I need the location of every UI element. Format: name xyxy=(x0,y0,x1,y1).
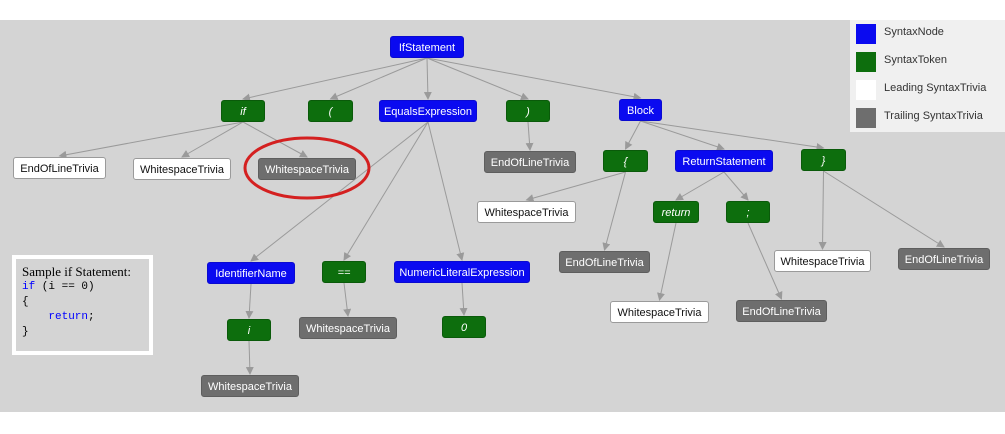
node-numericliteral: NumericLiteralExpression xyxy=(394,261,530,283)
node-equalsexpression: EqualsExpression xyxy=(379,100,477,122)
edge-ifstatement-to-block xyxy=(426,57,642,101)
node-i-ws: WhitespaceTrivia xyxy=(201,375,299,397)
code-line: { xyxy=(22,296,143,311)
edge-identifiername-to-i-token xyxy=(245,283,254,319)
legend-swatch-token xyxy=(856,52,876,72)
node-equalsequals-ws: WhitespaceTrivia xyxy=(299,317,397,339)
node-openbrace-eol: EndOfLineTrivia xyxy=(559,251,650,273)
node-return-ws: WhitespaceTrivia xyxy=(610,301,709,323)
node-closebrace-token: } xyxy=(801,149,846,171)
node-closeparen-token: ) xyxy=(506,100,550,122)
legend: SyntaxNode SyntaxToken Leading SyntaxTri… xyxy=(850,20,1005,132)
code-keyword: if xyxy=(22,281,36,293)
legend-label: SyntaxNode xyxy=(884,26,944,38)
edge-returnstatement-to-semicolon-token xyxy=(723,171,749,201)
legend-label: Leading SyntaxTrivia xyxy=(884,82,987,94)
edge-returnstatement-to-return-token xyxy=(675,171,725,201)
node-returnstatement: ReturnStatement xyxy=(675,150,773,172)
edge-ifstatement-to-openparen-token xyxy=(329,57,428,100)
code-text: ; xyxy=(88,311,95,323)
edge-openbrace-token-to-openbrace-ws xyxy=(525,171,626,202)
node-semicolon-token: ; xyxy=(726,201,770,223)
sample-code-panel: Sample if Statement: if (i == 0){ return… xyxy=(16,259,149,351)
edge-if-token-to-if-ws-trailing xyxy=(242,121,308,158)
edge-ifstatement-to-if-token xyxy=(242,57,428,102)
node-semicolon-eol: EndOfLineTrivia xyxy=(736,300,827,322)
edge-block-to-openbrace-token xyxy=(625,120,641,150)
legend-swatch-lead xyxy=(856,80,876,100)
code-text: { xyxy=(22,296,29,308)
sample-code: if (i == 0){ return;} xyxy=(22,281,143,341)
code-text xyxy=(22,311,48,323)
node-closeparen-eol: EndOfLineTrivia xyxy=(484,151,576,173)
node-if-eol-trivia: EndOfLineTrivia xyxy=(13,157,106,179)
node-zero-token: 0 xyxy=(442,316,486,338)
node-openbrace-ws: WhitespaceTrivia xyxy=(477,201,576,223)
sample-title: Sample if Statement: xyxy=(22,264,132,279)
node-return-token: return xyxy=(653,201,699,223)
code-line: } xyxy=(22,326,143,341)
sample-code-box: Sample if Statement: if (i == 0){ return… xyxy=(12,255,153,355)
edge-equalsexpression-to-identifiername xyxy=(250,121,429,262)
edge-semicolon-token-to-semicolon-eol xyxy=(747,222,783,300)
code-text: } xyxy=(22,326,29,338)
node-openbrace-token: { xyxy=(603,150,648,172)
node-if-token: if xyxy=(221,100,265,122)
code-text: (i == 0) xyxy=(35,281,95,293)
node-identifiername: IdentifierName xyxy=(207,262,295,284)
node-equalsequals-token: == xyxy=(322,261,366,283)
edge-if-token-to-if-eol-trivia xyxy=(58,121,244,159)
node-if-ws-trailing: WhitespaceTrivia xyxy=(258,158,356,180)
node-openparen-token: ( xyxy=(308,100,353,122)
code-line: return; xyxy=(22,311,143,326)
edge-block-to-closebrace-token xyxy=(640,120,825,151)
node-ifstatement: IfStatement xyxy=(390,36,464,58)
node-if-ws-leading: WhitespaceTrivia xyxy=(133,158,231,180)
legend-label: SyntaxToken xyxy=(884,54,947,66)
node-closebrace-eol: EndOfLineTrivia xyxy=(898,248,990,270)
edge-block-to-returnstatement xyxy=(640,120,725,151)
code-line: if (i == 0) xyxy=(22,281,143,296)
edge-equalsexpression-to-equalsequals-token xyxy=(343,121,429,261)
edge-equalsexpression-to-numericliteral xyxy=(427,121,465,261)
legend-label: Trailing SyntaxTrivia xyxy=(884,110,983,122)
legend-swatch-trail xyxy=(856,108,876,128)
edge-ifstatement-to-equalsexpression xyxy=(423,57,432,100)
edge-group xyxy=(58,57,945,375)
edge-closebrace-token-to-closebrace-ws xyxy=(818,170,827,250)
edge-closeparen-token-to-closeparen-eol xyxy=(525,121,534,151)
edge-return-token-to-return-ws xyxy=(657,222,677,301)
node-i-token: i xyxy=(227,319,271,341)
edge-closebrace-token-to-closebrace-eol xyxy=(823,170,945,248)
edge-equalsequals-token-to-equalsequals-ws xyxy=(343,282,352,317)
highlight-ring xyxy=(243,136,371,200)
code-keyword: return xyxy=(48,311,89,323)
edge-openbrace-token-to-openbrace-eol xyxy=(602,171,626,251)
edge-numericliteral-to-zero-token xyxy=(459,282,468,316)
edge-ifstatement-to-closeparen-token xyxy=(426,57,529,101)
legend-swatch-node xyxy=(856,24,876,44)
node-closebrace-ws: WhitespaceTrivia xyxy=(774,250,871,272)
node-block: Block xyxy=(619,99,662,121)
edge-i-token-to-i-ws xyxy=(245,340,254,375)
edge-if-token-to-if-ws-leading xyxy=(181,121,244,158)
